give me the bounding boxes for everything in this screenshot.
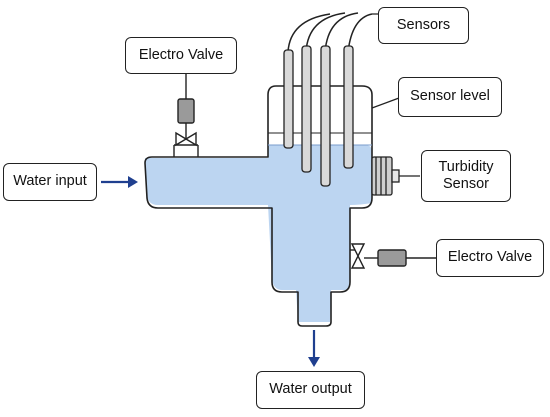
sensor-probe-1 [283, 49, 294, 149]
sensor-level-text: Sensor level [410, 88, 490, 105]
sensor-probe-4 [343, 45, 354, 169]
electro-valve-right-text: Electro Valve [447, 249, 533, 266]
tank-outline [144, 85, 373, 327]
right-valve-actuator [377, 249, 407, 267]
water-input-label: Water input [3, 163, 97, 201]
sensors-label: Sensors [378, 7, 469, 44]
sensor-cables [287, 12, 373, 53]
sensor-probes [283, 45, 354, 187]
sensor-probe-3 [320, 45, 331, 187]
sensor-probe-2 [301, 45, 312, 173]
turbidity-text-line2: Sensor [443, 176, 489, 192]
sensors-text: Sensors [396, 16, 451, 33]
electro-valve-top-label: Electro Valve [125, 37, 237, 74]
water-output-arrow [308, 330, 320, 367]
sensor-level-label: Sensor level [398, 77, 502, 117]
right-valve-body-icon [350, 243, 366, 269]
turbidity-text-line1: Turbidity [438, 158, 494, 175]
electro-valve-top-text: Electro Valve [138, 46, 224, 63]
turbidity-sensor [371, 156, 420, 196]
top-electro-valve [173, 74, 199, 157]
turbidity-sensor-label: Turbidity Sensor [421, 150, 511, 202]
top-valve-body-icon [175, 131, 197, 147]
water-output-label: Water output [256, 371, 365, 409]
water-fill [145, 145, 372, 322]
sensor-level-connector [371, 97, 400, 109]
water-output-text: Water output [269, 381, 352, 398]
top-valve-actuator [177, 98, 195, 124]
water-input-text: Water input [13, 173, 87, 190]
right-electro-valve [350, 243, 436, 269]
water-input-arrow [101, 176, 138, 188]
electro-valve-right-label: Electro Valve [436, 239, 544, 277]
